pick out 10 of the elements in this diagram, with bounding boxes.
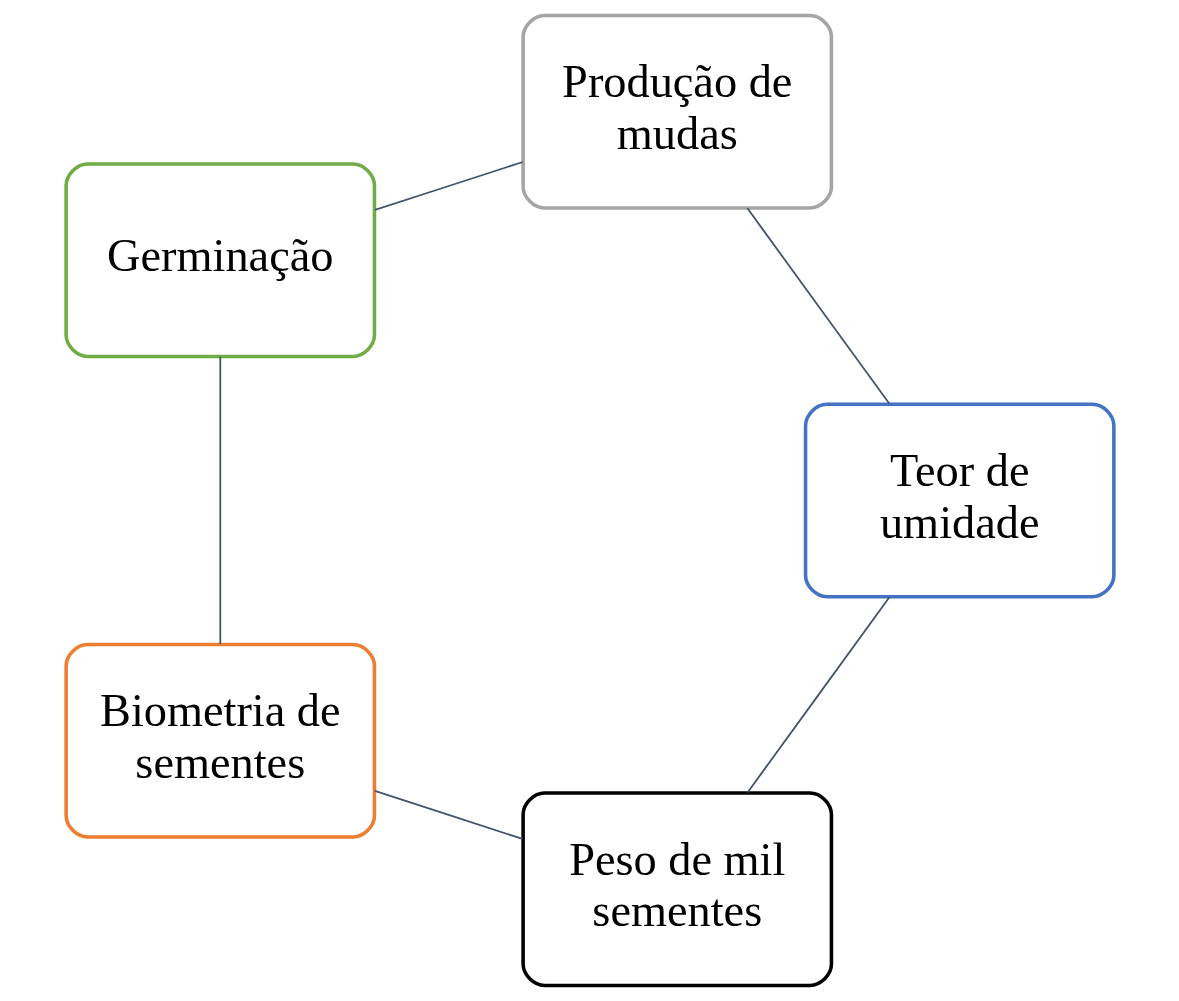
connector bbox=[373, 161, 524, 211]
connector bbox=[373, 790, 523, 840]
node-box: Teor de umidade bbox=[803, 402, 1116, 599]
connector bbox=[746, 207, 890, 405]
connector bbox=[218, 355, 221, 645]
node-box: Biometria de sementes bbox=[63, 642, 376, 839]
node-box: Germinação bbox=[63, 162, 376, 359]
connector bbox=[746, 596, 890, 794]
node-box: Produção de mudas bbox=[520, 13, 833, 210]
node-box: Peso de mil sementes bbox=[520, 791, 833, 988]
